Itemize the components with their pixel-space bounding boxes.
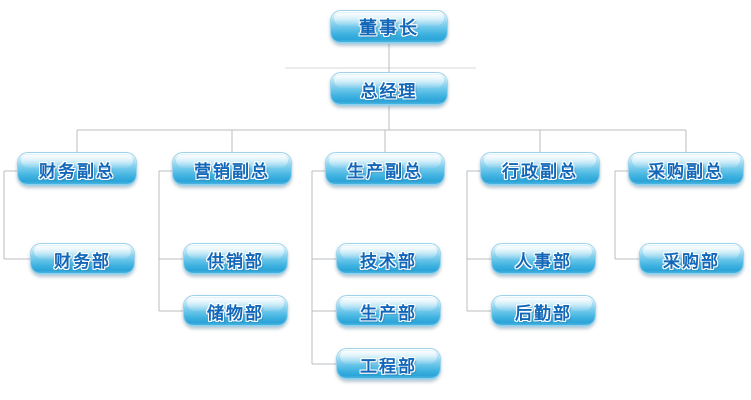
- org-node-dep_prod[interactable]: 生产部: [336, 295, 441, 327]
- org-node-label: 行政副总: [502, 161, 578, 182]
- org-node-dep_logi[interactable]: 后勤部: [491, 295, 596, 327]
- org-node-vp_finance[interactable]: 财务副总: [17, 152, 137, 186]
- org-node-chairman[interactable]: 董事长: [330, 10, 448, 44]
- org-node-dep_eng[interactable]: 工程部: [336, 348, 441, 380]
- org-node-vp_admin[interactable]: 行政副总: [480, 152, 600, 186]
- org-node-label: 工程部: [360, 356, 417, 377]
- org-node-label: 生产部: [360, 303, 417, 324]
- org-node-dep_purch[interactable]: 采购部: [639, 243, 744, 275]
- org-node-label: 采购副总: [648, 161, 724, 182]
- org-node-dep_finance[interactable]: 财务部: [30, 243, 135, 275]
- org-node-label: 营销副总: [194, 161, 270, 182]
- org-node-label: 总经理: [360, 81, 418, 102]
- org-node-gm[interactable]: 总经理: [330, 72, 448, 106]
- org-node-label: 生产副总: [347, 161, 423, 182]
- org-node-label: 人事部: [515, 251, 572, 272]
- org-node-label: 董事长: [359, 18, 419, 39]
- org-node-label: 后勤部: [515, 303, 572, 324]
- org-node-dep_hr[interactable]: 人事部: [491, 243, 596, 275]
- org-node-vp_market[interactable]: 营销副总: [172, 152, 292, 186]
- org-node-label: 财务副总: [39, 161, 115, 182]
- org-node-label: 供销部: [207, 251, 264, 272]
- org-node-label: 财务部: [54, 251, 111, 272]
- org-node-vp_product[interactable]: 生产副总: [325, 152, 445, 186]
- org-node-dep_tech[interactable]: 技术部: [336, 243, 441, 275]
- org-node-label: 技术部: [360, 251, 417, 272]
- org-node-vp_purchase[interactable]: 采购副总: [628, 152, 744, 186]
- org-node-dep_storage[interactable]: 储物部: [183, 295, 288, 327]
- org-node-label: 采购部: [663, 251, 720, 272]
- org-node-dep_supply[interactable]: 供销部: [183, 243, 288, 275]
- org-node-label: 储物部: [207, 303, 264, 324]
